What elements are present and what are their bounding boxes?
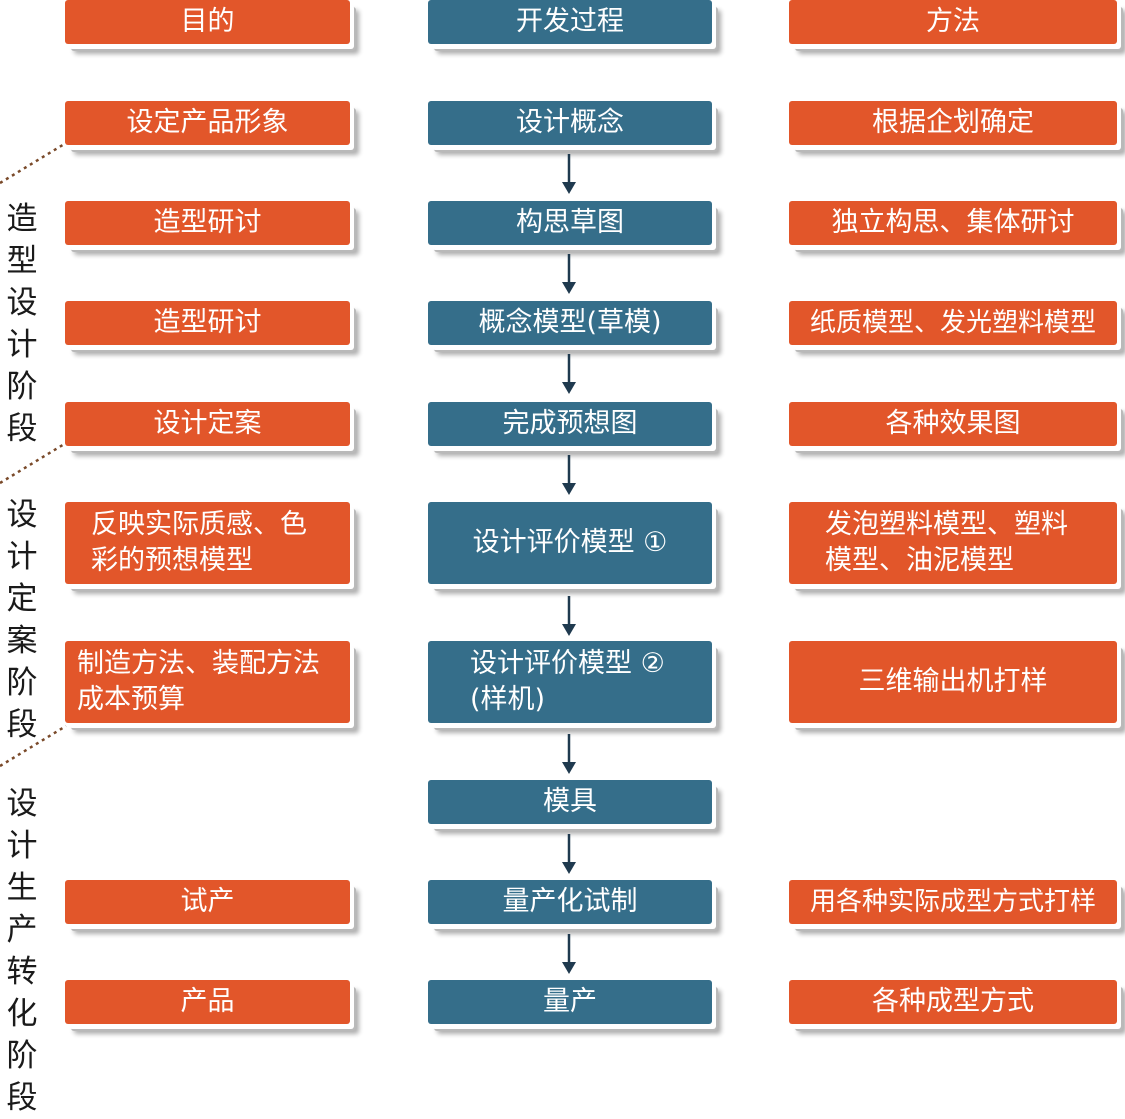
phase-char: 定	[6, 581, 38, 617]
phase-char: 生	[6, 870, 38, 906]
process-box-4: 完成预想图	[428, 402, 712, 446]
phase-connector-3	[0, 724, 67, 768]
method-box-1: 根据企划确定	[789, 101, 1117, 145]
phase-char: 段	[6, 411, 38, 447]
phase-char: 案	[6, 623, 38, 659]
purpose-box-2: 造型研讨	[65, 201, 350, 245]
flow-arrow-4	[562, 455, 576, 495]
method-box-8: 用各种实际成型方式打样	[789, 880, 1117, 924]
purpose-box-4: 设计定案	[65, 402, 350, 446]
flow-arrow-5	[562, 596, 576, 636]
header-process: 开发过程	[428, 0, 712, 44]
process-box-5: 设计评价模型 ①	[428, 502, 712, 584]
phase-char: 阶	[6, 369, 38, 405]
phase-char: 型	[6, 243, 38, 279]
method-box-3: 纸质模型、发光塑料模型	[789, 301, 1117, 345]
flow-arrow-8	[562, 934, 576, 974]
purpose-box-9: 产品	[65, 980, 350, 1024]
phase-label-1: 造型设计阶段	[5, 198, 39, 450]
flow-arrow-1	[562, 154, 576, 194]
phase-char: 造	[6, 201, 38, 237]
purpose-box-6: 制造方法、装配方法 成本预算	[65, 641, 350, 723]
phase-char: 设	[6, 285, 38, 321]
phase-char: 阶	[6, 1038, 38, 1074]
purpose-box-5: 反映实际质感、色 彩的预想模型	[65, 502, 350, 584]
phase-label-3: 设计生产转化阶段	[5, 783, 39, 1119]
header-purpose: 目的	[65, 0, 350, 44]
purpose-box-1: 设定产品形象	[65, 101, 350, 145]
purpose-box-8: 试产	[65, 880, 350, 924]
flow-arrow-7	[562, 834, 576, 874]
flow-arrow-2	[562, 254, 576, 294]
process-box-8: 量产化试制	[428, 880, 712, 924]
phase-char: 段	[6, 1080, 38, 1116]
phase-connector-1	[0, 141, 67, 185]
method-box-2: 独立构思、集体研讨	[789, 201, 1117, 245]
process-box-1: 设计概念	[428, 101, 712, 145]
phase-char: 计	[6, 539, 38, 575]
flow-arrow-3	[562, 354, 576, 394]
phase-char: 段	[6, 707, 38, 743]
header-method: 方法	[789, 0, 1117, 44]
phase-char: 设	[6, 497, 38, 533]
process-box-7: 模具	[428, 780, 712, 824]
phase-label-2: 设计定案阶段	[5, 494, 39, 746]
process-box-9: 量产	[428, 980, 712, 1024]
process-box-3: 概念模型(草模)	[428, 301, 712, 345]
method-box-6: 三维输出机打样	[789, 641, 1117, 723]
method-box-5: 发泡塑料模型、塑料 模型、油泥模型	[789, 502, 1117, 584]
phase-char: 计	[6, 828, 38, 864]
flow-arrow-6	[562, 734, 576, 774]
purpose-box-3: 造型研讨	[65, 301, 350, 345]
phase-char: 产	[6, 912, 38, 948]
phase-char: 化	[6, 996, 38, 1032]
method-box-9: 各种成型方式	[789, 980, 1117, 1024]
phase-char: 阶	[6, 665, 38, 701]
phase-connector-2	[0, 441, 67, 485]
method-box-4: 各种效果图	[789, 402, 1117, 446]
phase-char: 设	[6, 786, 38, 822]
process-box-2: 构思草图	[428, 201, 712, 245]
phase-char: 计	[6, 327, 38, 363]
phase-char: 转	[6, 954, 38, 990]
process-box-6: 设计评价模型 ② (样机)	[428, 641, 712, 723]
